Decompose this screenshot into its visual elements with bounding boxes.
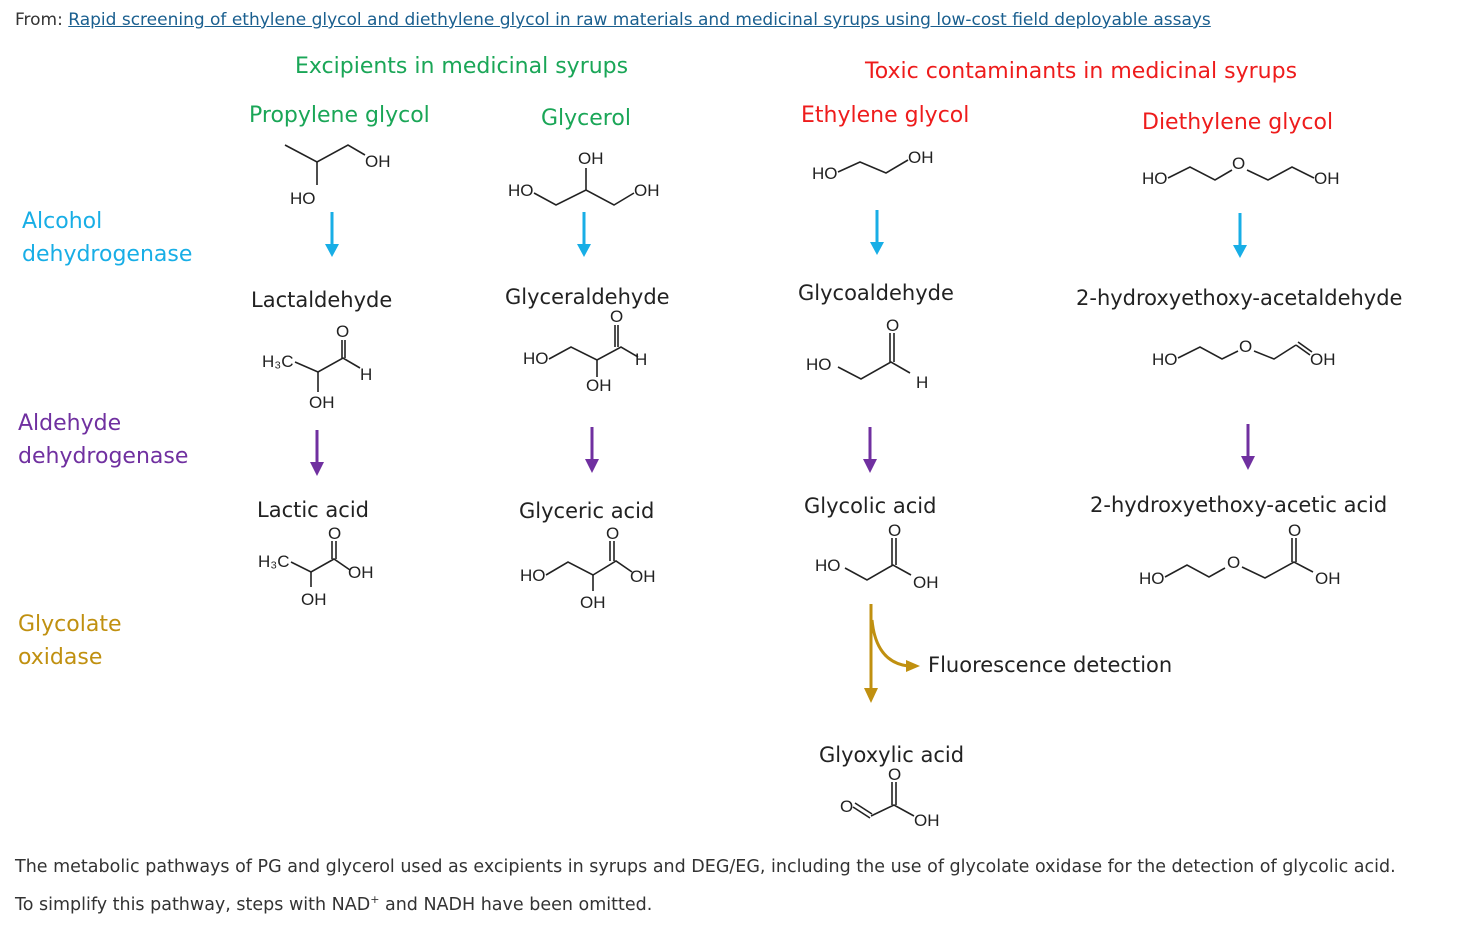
atom-label: HO	[812, 164, 838, 183]
atom-label: HO	[508, 181, 534, 200]
excipients-heading: Excipients in medicinal syrups	[295, 54, 629, 79]
atom-label: H	[916, 373, 928, 392]
atom-label: HO	[520, 566, 546, 585]
atom-label: OH	[1310, 350, 1336, 369]
glycolate-oxidase-label: Glycolate oxidase	[18, 608, 122, 674]
ethylene-glycol-label: Ethylene glycol	[801, 103, 970, 128]
lactic-acid-structure: H₃C O OH OH	[258, 524, 374, 609]
glyceraldehyde-structure: HO O H OH	[523, 307, 647, 395]
aldehyde-dehydrogenase-arrow	[585, 427, 599, 473]
hydroxyethoxy-acetaldehyde-label: 2-hydroxyethoxy-acetaldehyde	[1076, 286, 1403, 310]
hydroxyethoxy-acetic-acid-structure: HO O O OH	[1139, 521, 1341, 588]
enzyme-line: dehydrogenase	[18, 444, 189, 469]
glycerol-structure: HO OH OH	[508, 149, 660, 206]
atom-label: OH	[365, 152, 391, 171]
atom-label: O	[886, 316, 899, 335]
source-prefix: From:	[15, 10, 63, 30]
aldehyde-dehydrogenase-label: Aldehyde dehydrogenase	[18, 407, 188, 473]
alcohol-dehydrogenase-arrow	[577, 212, 591, 257]
enzyme-line: dehydrogenase	[22, 242, 193, 267]
toxic-heading: Toxic contaminants in medicinal syrups	[865, 59, 1298, 84]
atom-label: O	[336, 322, 349, 341]
atom-label: HO	[815, 556, 841, 575]
atom-label: HO	[290, 189, 316, 208]
aldehyde-dehydrogenase-arrow	[310, 430, 324, 476]
enzyme-line: oxidase	[18, 645, 103, 670]
atom-label: OH	[580, 593, 606, 612]
atom-label: O	[888, 765, 901, 784]
atom-label: OH	[630, 567, 656, 586]
glycoaldehyde-label: Glycoaldehyde	[798, 281, 954, 305]
atom-label: OH	[578, 149, 604, 168]
lactaldehyde-structure: H₃C O H OH	[262, 322, 372, 412]
atom-label: O	[1239, 337, 1252, 356]
lactaldehyde-label: Lactaldehyde	[251, 288, 393, 312]
hydroxyethoxy-acetic-acid-label: 2-hydroxyethoxy-acetic acid	[1090, 493, 1388, 517]
atom-label: O	[606, 524, 619, 543]
glyceric-acid-structure: HO O OH OH	[520, 524, 656, 612]
alcohol-dehydrogenase-arrow	[325, 212, 339, 257]
lactic-acid-label: Lactic acid	[257, 498, 369, 522]
atom-label: HO	[1142, 169, 1168, 188]
alcohol-dehydrogenase-arrow	[870, 210, 884, 255]
caption-line-2: To simplify this pathway, steps with NAD…	[15, 893, 652, 915]
atom-label: OH	[913, 573, 939, 592]
atom-label: O	[1227, 553, 1240, 572]
propylene-glycol-label: Propylene glycol	[249, 103, 430, 128]
atom-label: OH	[908, 148, 934, 167]
atom-label: OH	[301, 590, 327, 609]
atom-label: O	[1232, 154, 1245, 173]
atom-label: OH	[586, 376, 612, 395]
aldehyde-dehydrogenase-arrow	[1241, 424, 1255, 470]
atom-label: O	[328, 524, 341, 543]
atom-label: OH	[309, 393, 335, 412]
caption-line-1: The metabolic pathways of PG and glycero…	[15, 857, 1396, 877]
glycolic-acid-label: Glycolic acid	[804, 494, 937, 518]
glyoxylic-acid-structure: O O OH	[840, 765, 940, 830]
enzyme-line: Aldehyde	[18, 411, 122, 436]
atom-label: HO	[806, 355, 832, 374]
alcohol-dehydrogenase-arrow	[1233, 213, 1247, 258]
glyceraldehyde-label: Glyceraldehyde	[505, 285, 670, 309]
atom-label: O	[840, 797, 853, 816]
glycerol-label: Glycerol	[541, 106, 631, 131]
propylene-glycol-structure: OH HO	[284, 144, 391, 208]
atom-label: OH	[634, 181, 660, 200]
atom-label: HO	[1152, 350, 1178, 369]
atom-label: O	[610, 307, 623, 326]
glycolic-acid-structure: HO O OH	[815, 521, 939, 592]
superscript: +	[370, 893, 380, 906]
atom-label: H₃C	[258, 552, 289, 571]
source-line: From: Rapid screening of ethylene glycol…	[15, 10, 1211, 30]
fluorescence-branch	[870, 619, 909, 668]
atom-label: HO	[523, 349, 549, 368]
diethylene-glycol-label: Diethylene glycol	[1142, 110, 1334, 135]
atom-label: O	[1288, 521, 1301, 540]
atom-label: OH	[1315, 569, 1341, 588]
hydroxyethoxy-acetaldehyde-structure: HO O OH	[1152, 337, 1336, 369]
atom-label: HO	[1139, 569, 1165, 588]
caption-text: To simplify this pathway, steps with NAD	[15, 894, 371, 915]
alcohol-dehydrogenase-label: Alcohol dehydrogenase	[22, 205, 192, 271]
atom-label: O	[888, 521, 901, 540]
atom-label: H	[635, 350, 647, 369]
atom-label: H	[360, 365, 372, 384]
article-link[interactable]: Rapid screening of ethylene glycol and d…	[68, 10, 1211, 30]
atom-label: OH	[914, 811, 940, 830]
ethylene-glycol-structure: HO OH	[812, 148, 934, 183]
caption-text: and NADH have been omitted.	[379, 894, 653, 915]
fluorescence-detection-label: Fluorescence detection	[928, 653, 1173, 677]
atom-label: H₃C	[262, 352, 293, 371]
glyceric-acid-label: Glyceric acid	[519, 499, 655, 523]
atom-label: OH	[1314, 169, 1340, 188]
glycolate-oxidase-arrow	[864, 604, 920, 703]
aldehyde-dehydrogenase-arrow	[863, 427, 877, 473]
enzyme-line: Glycolate	[18, 612, 122, 637]
atom-label: OH	[348, 563, 374, 582]
enzyme-line: Alcohol	[22, 209, 103, 234]
glycoaldehyde-structure: HO O H	[806, 316, 928, 392]
glyoxylic-acid-label: Glyoxylic acid	[819, 743, 965, 767]
diethylene-glycol-structure: HO O OH	[1142, 154, 1340, 188]
